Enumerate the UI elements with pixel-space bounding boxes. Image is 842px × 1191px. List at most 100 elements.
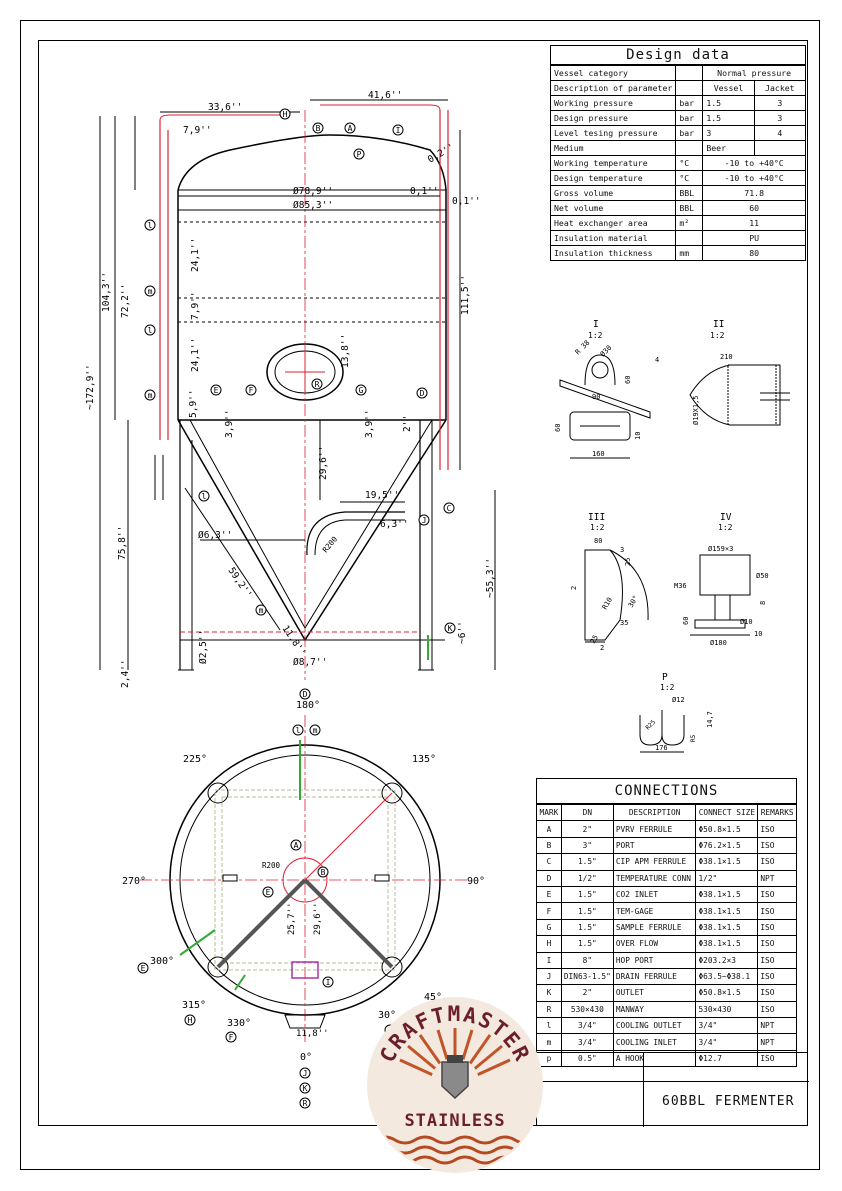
- svg-text:14,7: 14,7: [706, 711, 714, 728]
- dim-d14: 7,9'': [190, 291, 201, 320]
- detail-P-scale: 1:2: [660, 683, 675, 692]
- plan-d1: 25,7'': [287, 902, 297, 935]
- svg-text:m: m: [313, 726, 318, 735]
- plan-d2: 29,6'': [313, 902, 323, 935]
- svg-text:A: A: [294, 841, 299, 850]
- plan-d3: 11,8'': [296, 1029, 329, 1039]
- svg-text:2: 2: [600, 644, 604, 652]
- dim-d19: 3,9'': [364, 409, 375, 438]
- dim-d21: 29,6'': [318, 446, 329, 480]
- mark-G-elev: G: [355, 384, 367, 396]
- mark-D-elev: D: [416, 387, 428, 399]
- mark-m2-elev: m: [144, 389, 156, 401]
- detail-III-label: III: [588, 512, 605, 523]
- svg-text:R 38: R 38: [574, 339, 592, 357]
- svg-text:D: D: [420, 389, 425, 398]
- svg-text:10: 10: [754, 630, 762, 638]
- dim-d26: 59,2'': [226, 566, 254, 601]
- mark-F-plan: F: [225, 1031, 237, 1043]
- angle-90: 90°: [467, 876, 485, 887]
- svg-text:Ø19X1,5: Ø19X1,5: [692, 395, 700, 425]
- mark-R-elev: R: [311, 378, 323, 390]
- dim-d6: Ø85,3'': [293, 200, 333, 211]
- svg-text:I: I: [396, 126, 401, 135]
- dim-d18: 3,9'': [224, 409, 235, 438]
- mark-B-plan: B: [317, 866, 329, 878]
- svg-text:R: R: [303, 1099, 308, 1108]
- dim-d33: 2,4'': [120, 659, 131, 688]
- svg-text:F: F: [229, 1033, 234, 1042]
- mark-I-plan: I: [322, 976, 334, 988]
- svg-text:m: m: [148, 287, 153, 296]
- dim-d25: Ø6,3'': [198, 530, 232, 541]
- dim-d9: 104,3'': [101, 272, 112, 312]
- svg-text:90: 90: [592, 393, 600, 401]
- svg-text:Ø12: Ø12: [672, 696, 685, 704]
- svg-text:B: B: [316, 124, 321, 133]
- dim-d5: Ø78,9'': [293, 186, 333, 197]
- mark-J-plan: J: [299, 1067, 311, 1079]
- svg-text:Ø159×3: Ø159×3: [708, 545, 733, 553]
- dim-d16: 13,8'': [340, 334, 351, 368]
- mark-D-plan: D: [299, 688, 311, 700]
- dim-d4: 0,2'': [426, 142, 456, 166]
- design-row: Design temperature°C-10 to +40°C: [549, 170, 806, 186]
- dim-d32: ~6'': [457, 621, 468, 644]
- angle-270: 270°: [122, 876, 146, 887]
- mark-B-elev: B: [312, 122, 324, 134]
- svg-text:m: m: [148, 391, 153, 400]
- dim-d3: 7,9'': [183, 125, 212, 136]
- svg-text:J: J: [303, 1069, 308, 1078]
- mark-l-plan: l: [292, 724, 304, 736]
- mark-E-elev: E: [210, 384, 222, 396]
- dim-d23: R200: [321, 534, 340, 554]
- svg-text:25: 25: [624, 558, 632, 566]
- dim-d30: Ø2,5'': [198, 630, 209, 664]
- svg-text:176: 176: [655, 744, 668, 752]
- dim-d13: 24,1'': [190, 238, 201, 272]
- mark-l2-elev: l: [144, 324, 156, 336]
- svg-text:E: E: [141, 964, 146, 973]
- svg-text:2: 2: [570, 586, 578, 590]
- detail-IV-scale: 1:2: [718, 523, 733, 532]
- detail-P-label: P: [662, 672, 668, 683]
- svg-text:8: 8: [759, 601, 767, 605]
- dim-d10: 72,2'': [120, 284, 131, 318]
- svg-text:P: P: [357, 150, 362, 159]
- svg-text:80: 80: [594, 537, 602, 545]
- svg-text:E: E: [214, 386, 219, 395]
- svg-text:l: l: [296, 726, 301, 735]
- angle-315: 315°: [182, 1000, 206, 1011]
- svg-text:210: 210: [720, 353, 733, 361]
- drawing-name: 60BBL FERMENTER: [662, 1094, 795, 1109]
- svg-text:60: 60: [682, 617, 690, 625]
- dim-d24: 6,3'': [380, 519, 409, 530]
- mark-l1-elev: l: [144, 219, 156, 231]
- mark-J-elev: J: [418, 514, 430, 526]
- dim-d12: 111,5'': [460, 275, 471, 315]
- svg-text:I: I: [326, 978, 331, 987]
- angle-30: 30°: [378, 1010, 396, 1021]
- detail-II-scale: 1:2: [710, 331, 725, 340]
- svg-text:l: l: [148, 326, 153, 335]
- svg-text:H: H: [188, 1016, 193, 1025]
- mark-K-elev: K: [444, 622, 456, 634]
- svg-text:Ø10: Ø10: [740, 618, 753, 626]
- dim-d15: 24,1'': [190, 338, 201, 372]
